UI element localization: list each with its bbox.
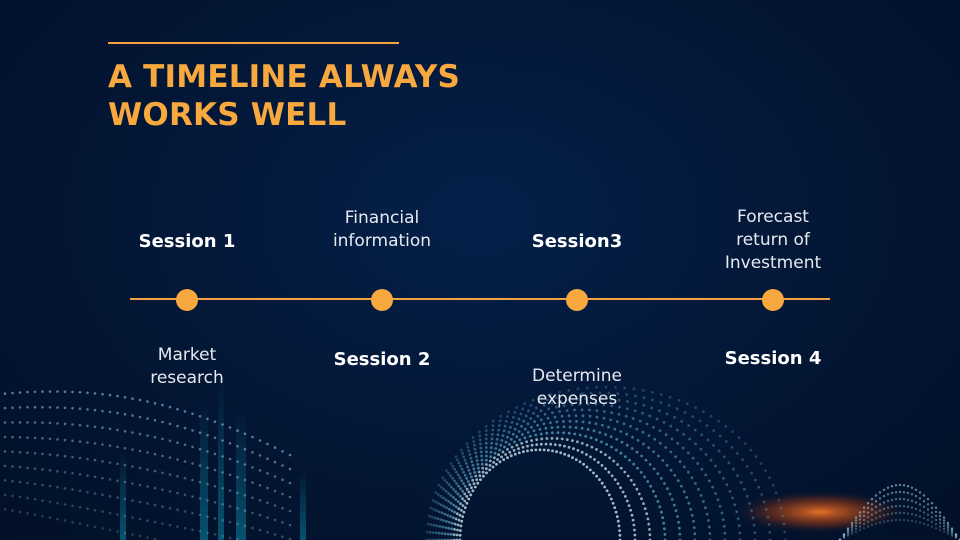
timeline-dot-3 bbox=[566, 289, 588, 311]
milestone-3-below: Determine expenses bbox=[492, 365, 662, 411]
title-line-1: A TIMELINE ALWAYS bbox=[108, 59, 461, 95]
milestone-1-below: Market research bbox=[102, 344, 272, 390]
milestone-4-above-text: Forecast return of Investment bbox=[724, 207, 822, 273]
milestone-4-above: Forecast return of Investment bbox=[688, 206, 858, 275]
timeline-dot-1 bbox=[176, 289, 198, 311]
title-line-2: WORKS WELL bbox=[108, 97, 347, 133]
glow-decoration bbox=[730, 490, 910, 534]
milestone-4-below: Session 4 bbox=[724, 348, 822, 369]
timeline-line bbox=[130, 298, 830, 300]
milestone-3-above: Session3 bbox=[531, 231, 623, 252]
milestone-2-above-text: Financial information bbox=[332, 208, 432, 251]
milestone-1-below-text: Market research bbox=[150, 345, 224, 388]
dots-center-decoration bbox=[425, 385, 787, 540]
slide-title: A TIMELINE ALWAYS WORKS WELL bbox=[108, 58, 528, 134]
milestone-2-above: Financial information bbox=[297, 207, 467, 253]
milestone-3-below-text: Determine expenses bbox=[532, 366, 622, 409]
milestone-1-above: Session 1 bbox=[138, 231, 236, 252]
dots-left-decoration bbox=[3, 390, 292, 540]
light-beams-decoration bbox=[120, 380, 306, 540]
title-divider bbox=[108, 42, 399, 44]
milestone-2-below: Session 2 bbox=[333, 349, 431, 370]
timeline-dot-4 bbox=[762, 289, 784, 311]
timeline-dot-2 bbox=[371, 289, 393, 311]
